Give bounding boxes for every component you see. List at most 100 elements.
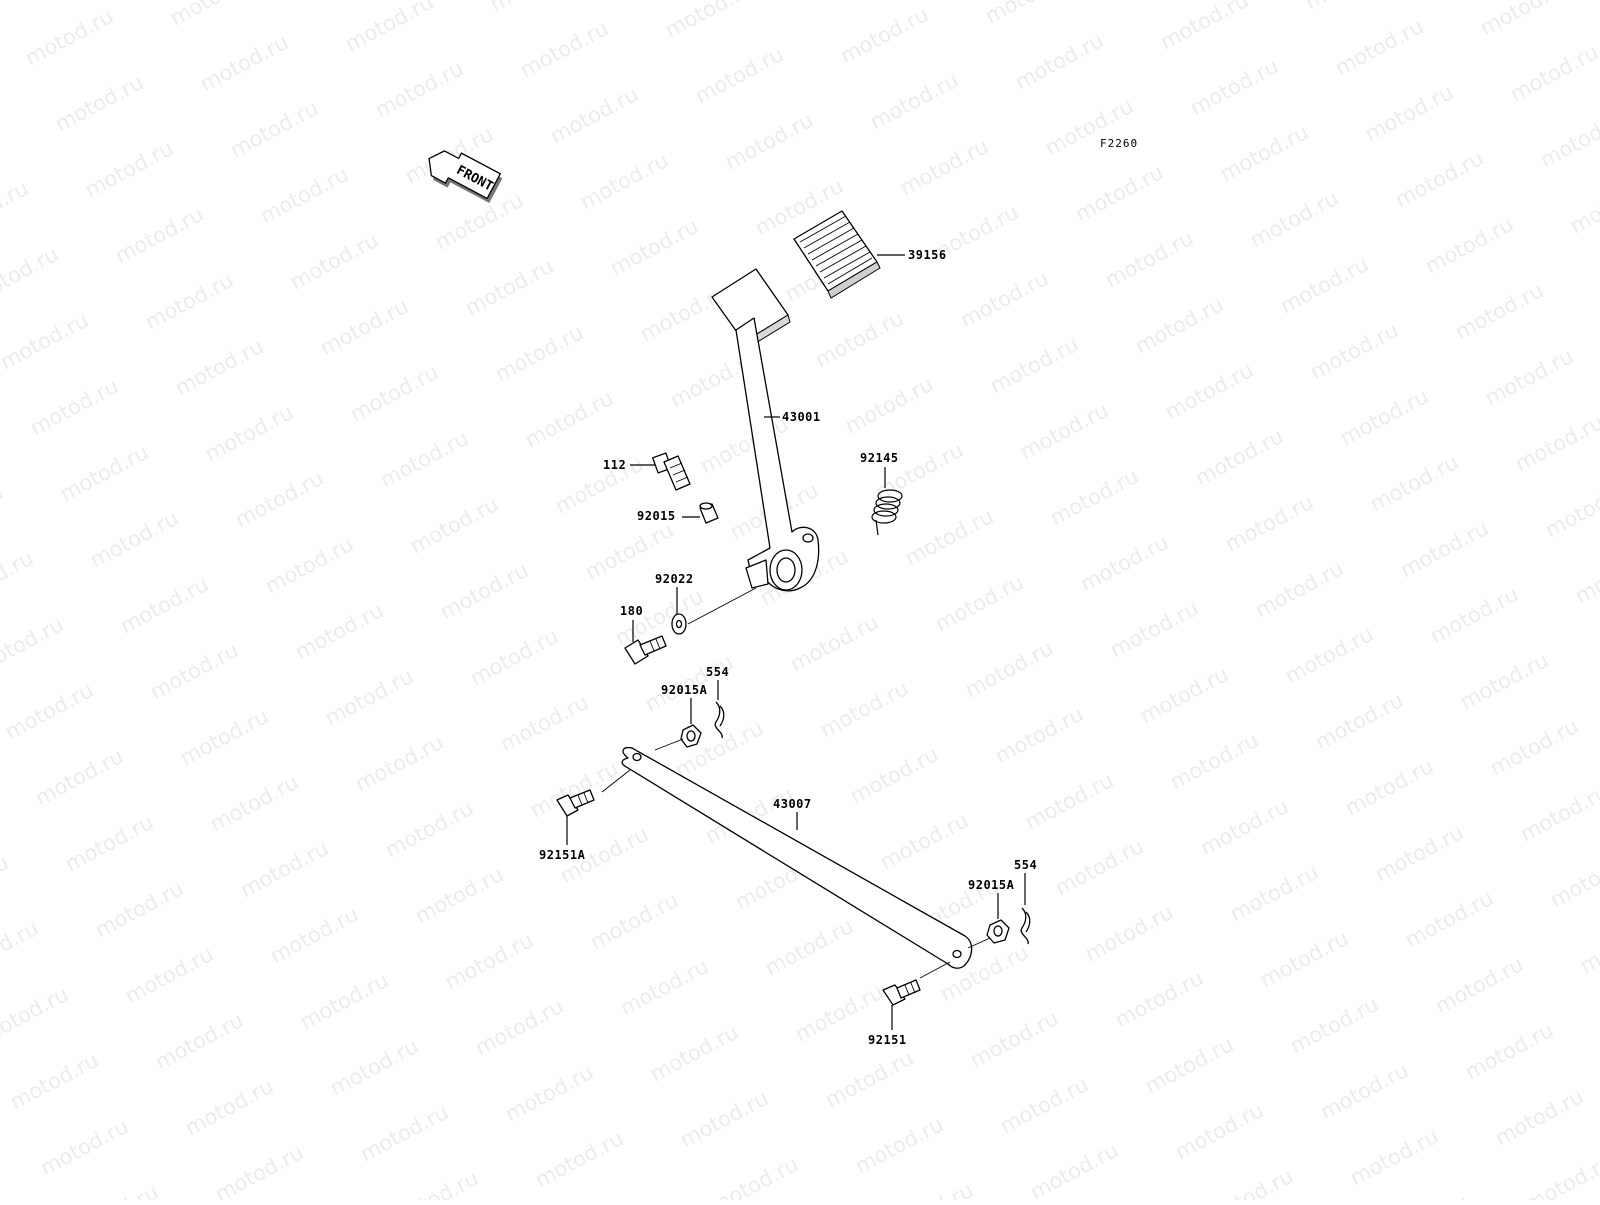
watermark-text: motod.ru [961,636,1057,702]
watermark-text: motod.ru [991,702,1087,768]
watermark-text: motod.ru [636,280,732,346]
watermark-text: motod.ru [981,0,1077,28]
watermark-text: motod.ru [0,612,67,678]
watermark-text: motod.ru [56,440,152,506]
watermark-text: motod.ru [291,598,387,664]
watermark-text: motod.ru [1481,344,1577,410]
watermark-text: motod.ru [1016,398,1112,464]
watermark-text: motod.ru [1221,490,1317,556]
watermark-text: motod.ru [1186,54,1282,120]
watermark-text: motod.ru [1431,952,1527,1018]
watermark-text: motod.ru [1331,14,1427,80]
watermark-text: motod.ru [1596,238,1600,304]
watermark-text: motod.ru [846,742,942,808]
watermark-text: motod.ru [816,676,912,742]
watermark-text: motod.ru [86,506,182,572]
watermark-text: motod.ru [81,136,177,202]
part-label-92015A-top: 92015A [661,683,708,697]
watermark-text: motod.ru [1421,212,1517,278]
watermark-text: motod.ru [1131,292,1227,358]
watermark-text: motod.ru [1566,172,1600,238]
watermark-text: motod.ru [0,110,2,176]
watermark-text: motod.ru [386,1166,482,1200]
watermark-text: motod.ru [1371,820,1467,886]
watermark-text: motod.ru [866,68,962,134]
watermark-text: motod.ru [811,306,907,372]
watermark-text: motod.ru [256,162,352,228]
watermark-text: motod.ru [1341,754,1437,820]
watermark-text: motod.ru [146,638,242,704]
figure-code: F2260 [1100,137,1138,150]
watermark-text: motod.ru [1,678,97,744]
watermark-text: motod.ru [1506,40,1600,106]
watermark-text: motod.ru [1336,384,1432,450]
part-label-554-top: 554 [706,665,729,679]
watermark-text: motod.ru [1106,596,1202,662]
nut-92015A-top [680,724,702,748]
watermark-text: motod.ru [1076,530,1172,596]
watermark-text: motod.ru [1316,1058,1412,1124]
watermark-text: motod.ru [261,532,357,598]
watermark-text: motod.ru [376,426,472,492]
watermark-text: motod.ru [1476,0,1572,40]
watermark-text: motod.ru [501,1060,597,1126]
watermark-text: motod.ru [1171,1098,1267,1164]
watermark-text: motod.ru [1346,1124,1442,1190]
watermark-text: motod.ru [441,928,537,994]
bolt-180 [624,635,667,665]
bolt-92151A [556,789,595,817]
watermark-text: motod.ru [1306,318,1402,384]
watermark-text: motod.ru [901,504,997,570]
watermark-text: motod.ru [1366,450,1462,516]
watermark-text: motod.ru [461,254,557,320]
brake-rod-43007 [621,746,973,969]
watermark-text: motod.ru [561,1192,657,1200]
washer-92022 [671,613,687,635]
watermark-text: motod.ru [1451,278,1547,344]
watermark-text: motod.ru [1026,1138,1122,1200]
watermark-text: motod.ru [1196,794,1292,860]
watermark-text: motod.ru [546,82,642,148]
watermark-text: motod.ru [851,1112,947,1178]
watermark-text: motod.ru [706,1152,802,1200]
watermark-text: motod.ru [841,372,937,438]
watermark-text: motod.ru [226,96,322,162]
watermark-text: motod.ru [1516,780,1600,846]
watermark-text: motod.ru [181,1074,277,1140]
watermark-text: motod.ru [881,1178,977,1200]
watermark-text: motod.ru [931,570,1027,636]
watermark-text: motod.ru [1201,1164,1297,1200]
watermark-text: motod.ru [1521,1150,1600,1200]
watermark-text: motod.ru [21,4,117,70]
watermark-text: motod.ru [236,836,332,902]
watermark-text: motod.ru [1461,1018,1557,1084]
watermark-text: motod.ru [876,808,972,874]
part-label-92145: 92145 [860,451,899,465]
watermark-text: motod.ru [296,968,392,1034]
watermark-text: motod.ru [66,1180,162,1200]
watermark-text: motod.ru [956,266,1052,332]
watermark-text: motod.ru [996,1072,1092,1138]
bolt-112 [652,452,691,491]
watermark-text: motod.ru [1536,106,1600,172]
watermark-text: motod.ru [1051,834,1147,900]
watermark-text: motod.ru [431,188,527,254]
watermark-text: motod.ru [0,176,32,242]
watermark-text: motod.ru [786,610,882,676]
watermark-text: motod.ru [6,1048,102,1114]
watermark-text: motod.ru [266,902,362,968]
watermark-text: motod.ru [1141,1032,1237,1098]
watermark-text: motod.ru [691,42,787,108]
watermark-text: motod.ru [1281,622,1377,688]
watermark-text: motod.ru [486,0,582,16]
watermark-text: motod.ru [356,1100,452,1166]
watermark-text: motod.ru [1301,0,1397,14]
watermark-text: motod.ru [1311,688,1407,754]
watermark-text: motod.ru [121,942,217,1008]
watermark-text: motod.ru [671,716,767,782]
watermark-text: motod.ru [986,332,1082,398]
part-label-554-bottom: 554 [1014,858,1037,872]
watermark-text: motod.ru [551,452,647,518]
